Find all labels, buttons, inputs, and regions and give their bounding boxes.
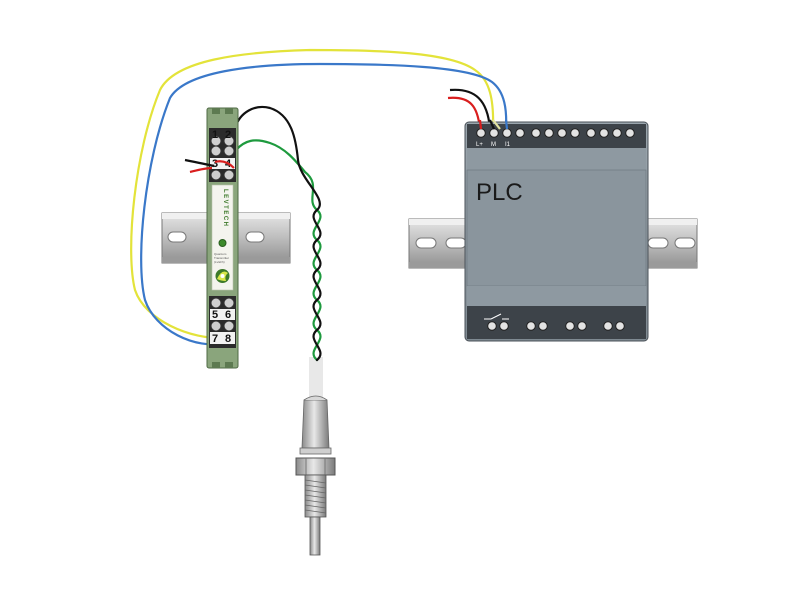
terminal-2: 2	[225, 129, 231, 141]
wire-red-transmitter	[189, 160, 235, 174]
top-terminal-block: 1 2 3 4	[209, 128, 236, 182]
plc-top-terminals	[476, 128, 635, 138]
bottom-terminal-block: 5 6 7 8	[209, 296, 236, 348]
transmitter-module: 1 2 3 4 LEVTECH Quantum Transmitter (Lvl…	[206, 107, 239, 369]
plc-pin-lplus: L+	[476, 142, 483, 148]
plc-wire-entries	[478, 119, 509, 130]
plc-unit: L+ M I1 PLC	[464, 121, 649, 342]
plc-pin-m: M	[491, 142, 496, 148]
probe-cable	[233, 105, 322, 362]
terminal-1: 1	[212, 129, 218, 141]
status-led	[218, 239, 227, 247]
relay-output-icon	[484, 313, 509, 320]
terminal-5: 5	[212, 309, 218, 321]
model-line-1: Quantum	[214, 252, 227, 256]
brand-logo-icon	[215, 269, 230, 283]
terminal-3: 3	[212, 158, 218, 170]
terminal-6: 6	[225, 309, 231, 321]
plc-label: PLC	[476, 179, 523, 206]
wire-black-transmitter	[184, 158, 215, 168]
plc-pin-i1: I1	[505, 142, 511, 148]
wire-blue	[140, 62, 508, 346]
terminal-7: 7	[212, 333, 218, 345]
temperature-probe	[295, 357, 336, 556]
plc-bottom-terminals	[487, 321, 625, 331]
wire-yellow	[130, 48, 495, 340]
model-line-3: (Lvl2ch)	[214, 260, 225, 264]
brand-label: LEVTECH	[222, 189, 228, 228]
model-line-2: Transmitter	[214, 256, 229, 260]
terminal-8: 8	[225, 333, 231, 345]
